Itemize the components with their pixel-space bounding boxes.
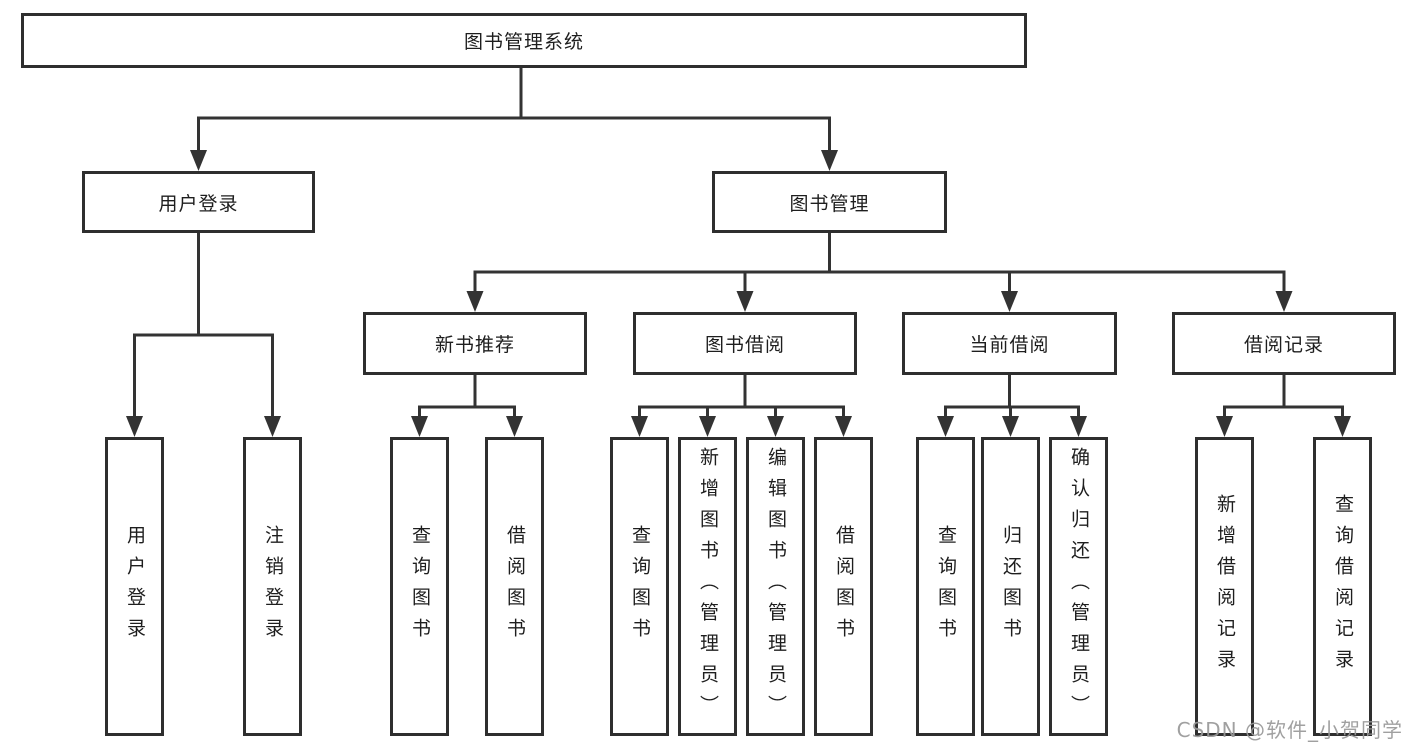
arrowhead-icon bbox=[506, 416, 523, 437]
node-borrowing-records: 借阅记录 bbox=[1172, 312, 1396, 375]
arrowhead-icon bbox=[821, 150, 838, 171]
leaf-add-book-admin: 新增图书（管理员） bbox=[678, 437, 737, 736]
arrowhead-icon bbox=[937, 416, 954, 437]
leaf-borrow-books: 借阅图书 bbox=[814, 437, 873, 736]
arrowhead-icon bbox=[699, 416, 716, 437]
node-root-system: 图书管理系统 bbox=[21, 13, 1027, 68]
leaf-logout: 注销登录 bbox=[243, 437, 302, 736]
arrowhead-icon bbox=[631, 416, 648, 437]
leaf-add-borrow-record: 新增借阅记录 bbox=[1195, 437, 1254, 736]
leaf-query-books-current: 查询图书 bbox=[916, 437, 975, 736]
node-user-login: 用户登录 bbox=[82, 171, 315, 233]
arrowhead-icon bbox=[1001, 291, 1018, 312]
arrowhead-icon bbox=[767, 416, 784, 437]
arrowhead-icon bbox=[466, 291, 484, 312]
node-new-book-recommend: 新书推荐 bbox=[363, 312, 587, 375]
csdn-watermark: CSDN @软件_小贺同学 bbox=[1176, 718, 1403, 742]
arrowhead-icon bbox=[1002, 416, 1019, 437]
arrowhead-icon bbox=[126, 416, 143, 437]
leaf-query-books-borrowing: 查询图书 bbox=[610, 437, 669, 736]
arrowhead-icon bbox=[264, 416, 281, 437]
leaf-query-borrow-record: 查询借阅记录 bbox=[1313, 437, 1372, 736]
arrowhead-icon bbox=[190, 150, 207, 171]
arrowhead-icon bbox=[835, 416, 852, 437]
leaf-borrow-books-recommend: 借阅图书 bbox=[485, 437, 544, 736]
node-book-management: 图书管理 bbox=[712, 171, 947, 233]
arrowhead-icon bbox=[1216, 416, 1233, 437]
leaf-edit-book-admin: 编辑图书（管理员） bbox=[746, 437, 805, 736]
leaf-return-books: 归还图书 bbox=[981, 437, 1040, 736]
leaf-query-books-recommend: 查询图书 bbox=[390, 437, 449, 736]
node-current-borrowing: 当前借阅 bbox=[902, 312, 1117, 375]
node-book-borrowing: 图书借阅 bbox=[633, 312, 857, 375]
arrowhead-icon bbox=[1070, 416, 1087, 437]
arrowhead-icon bbox=[1334, 416, 1351, 437]
leaf-confirm-return-admin: 确认归还（管理员） bbox=[1049, 437, 1108, 736]
leaf-user-login: 用户登录 bbox=[105, 437, 164, 736]
arrowhead-icon bbox=[736, 291, 754, 312]
arrowhead-icon bbox=[411, 416, 428, 437]
arrowhead-icon bbox=[1275, 291, 1293, 312]
